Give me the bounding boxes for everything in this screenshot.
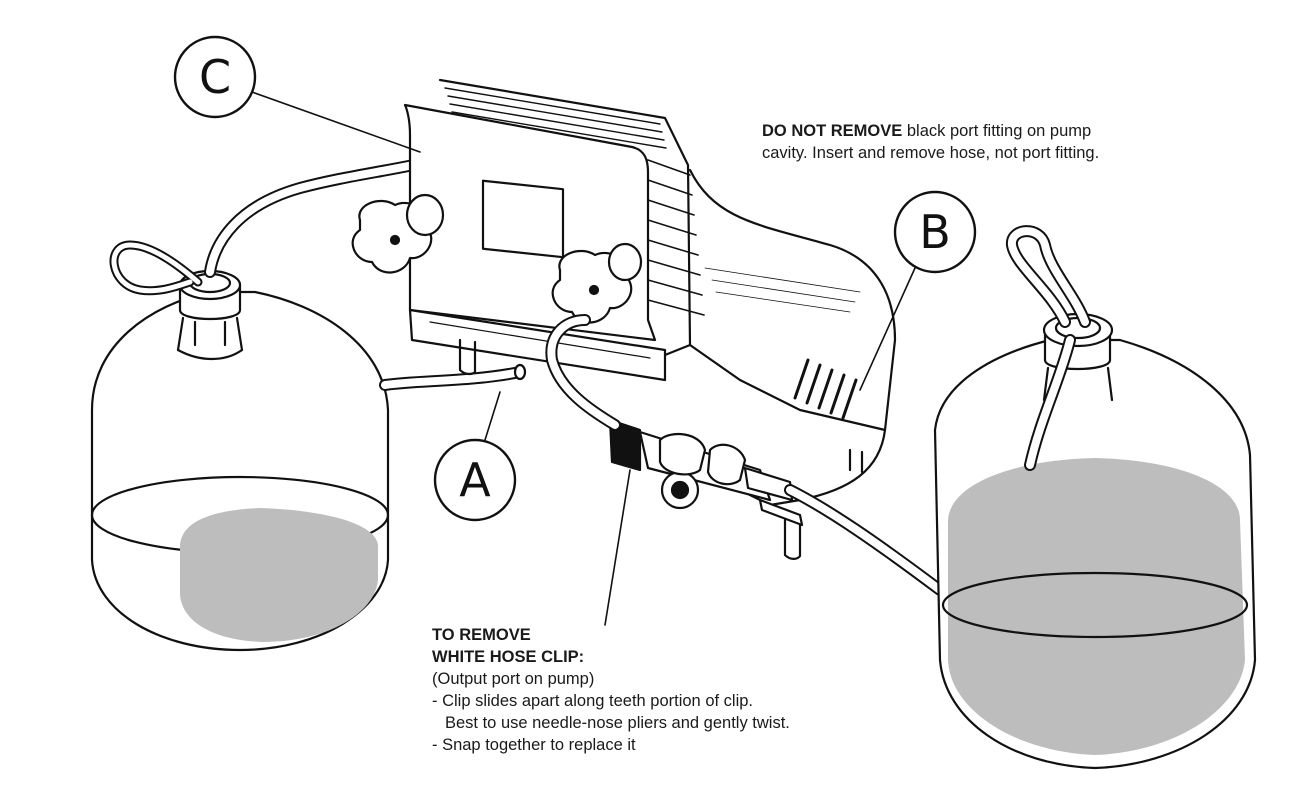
clip-subheading: (Output port on pump) — [432, 670, 595, 688]
hose-a — [379, 363, 527, 391]
left-bottle-liquid — [180, 508, 378, 642]
hose-clip-instructions: TO REMOVE WHITE HOSE CLIP: (Output port … — [432, 624, 972, 756]
warning-line1: black port fitting on pump — [902, 122, 1092, 140]
output-port-assembly — [608, 418, 804, 527]
pump-knob-right — [551, 242, 643, 324]
right-bottle — [933, 338, 1257, 770]
callout-c-letter: C — [199, 50, 231, 104]
clip-step-1-cont: Best to use needle-nose pliers and gentl… — [445, 714, 790, 732]
pump-body — [403, 78, 897, 560]
port-fitting-warning: DO NOT REMOVE black port fitting on pump… — [762, 120, 1282, 164]
clip-leader-line — [604, 469, 631, 626]
left-bottle — [90, 290, 390, 652]
warning-line2: cavity. Insert and remove hose, not port… — [762, 144, 1100, 162]
hose-to-right-bottle — [784, 484, 946, 596]
clip-heading-1: TO REMOVE — [432, 626, 531, 644]
callout-a-letter: A — [459, 453, 491, 507]
right-bottle-liquid — [948, 458, 1245, 755]
right-bottle-loop-hose — [1006, 225, 1091, 471]
clip-heading-2: WHITE HOSE CLIP: — [432, 648, 585, 666]
hose-inlet — [545, 314, 621, 431]
callout-a — [433, 391, 517, 522]
callout-b — [859, 190, 977, 391]
warning-bold: DO NOT REMOVE — [762, 122, 903, 140]
callout-c — [173, 35, 421, 153]
pump-knob-left — [351, 193, 445, 274]
clip-step-2: - Snap together to replace it — [432, 736, 636, 754]
clip-step-1: - Clip slides apart along teeth portion … — [432, 692, 754, 710]
callout-b-letter: B — [919, 205, 951, 259]
